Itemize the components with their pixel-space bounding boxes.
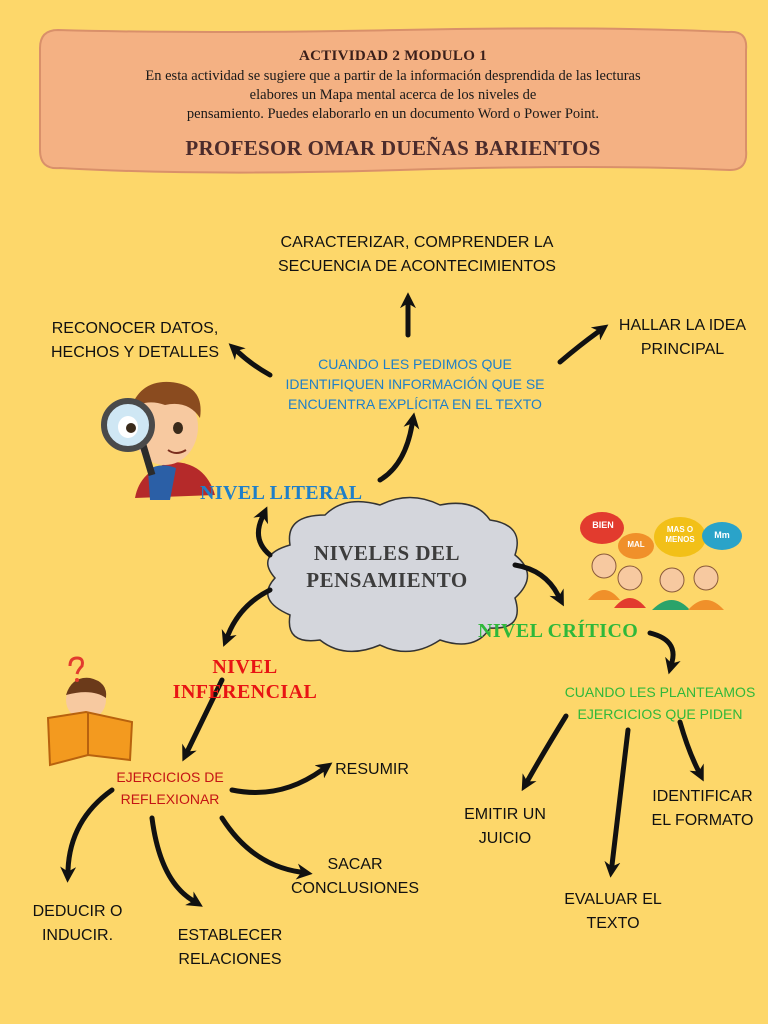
boy-magnifier-illustration <box>101 381 215 500</box>
inferencial-branch-resumir: RESUMIR <box>335 761 409 778</box>
literal-description: CUANDO LES PEDIMOS QUE IDENTIFIQUEN INFO… <box>285 356 545 412</box>
activity-instructions: En esta actividad se sugiere que a parti… <box>145 68 641 122</box>
header-text: ACTIVIDAD 2 MODULO 1 En esta actividad s… <box>38 24 748 172</box>
nivel-literal-label: NIVEL LITERAL <box>200 482 363 504</box>
professor-name: PROFESOR OMAR DUEÑAS BARIENTOS <box>185 136 601 160</box>
bubble-bien: BIEN <box>592 520 614 530</box>
connector-arrows <box>60 292 704 907</box>
bubble-mas-o-menos: MAS O MENOS <box>665 525 695 544</box>
inferencial-branch-sacar: SACAR CONCLUSIONES <box>290 856 420 897</box>
inferencial-branch-establecer: ESTABLECER RELACIONES <box>177 927 283 968</box>
critico-branch-evaluar: EVALUAR EL TEXTO <box>564 891 662 932</box>
header-banner <box>39 27 748 174</box>
critico-branch-identificar: IDENTIFICAR EL FORMATO <box>651 788 754 829</box>
bubble-mal: MAL <box>627 540 645 549</box>
inferencial-branch-deducir: DEDUCIR O INDUCIR. <box>32 903 123 944</box>
activity-title: ACTIVIDAD 2 MODULO 1 <box>298 48 488 64</box>
critico-branch-emitir: EMITIR UN JUICIO <box>464 806 546 847</box>
central-cloud <box>266 496 529 653</box>
literal-branch-caracterizar: CARACTERIZAR, COMPRENDER LA SECUENCIA DE… <box>278 234 556 275</box>
nivel-critico-label: NIVEL CRÍTICO <box>478 620 639 642</box>
central-topic: NIVELES DEL PENSAMIENTO <box>306 541 468 592</box>
literal-branch-reconocer: RECONOCER DATOS, HECHOS Y DETALLES <box>50 320 220 361</box>
inferencial-description: EJERCICIOS DE REFLEXIONAR <box>116 769 224 807</box>
literal-branch-hallar: HALLAR LA IDEA PRINCIPAL <box>618 317 747 358</box>
nivel-inferencial-label: NIVEL INFERENCIAL <box>172 656 318 703</box>
critico-description: CUANDO LES PLANTEAMOS EJERCICIOS QUE PID… <box>564 684 756 722</box>
reading-kid-illustration <box>46 656 134 767</box>
bubble-mm: Mm <box>714 530 730 540</box>
critical-thinking-illustration <box>580 512 742 610</box>
